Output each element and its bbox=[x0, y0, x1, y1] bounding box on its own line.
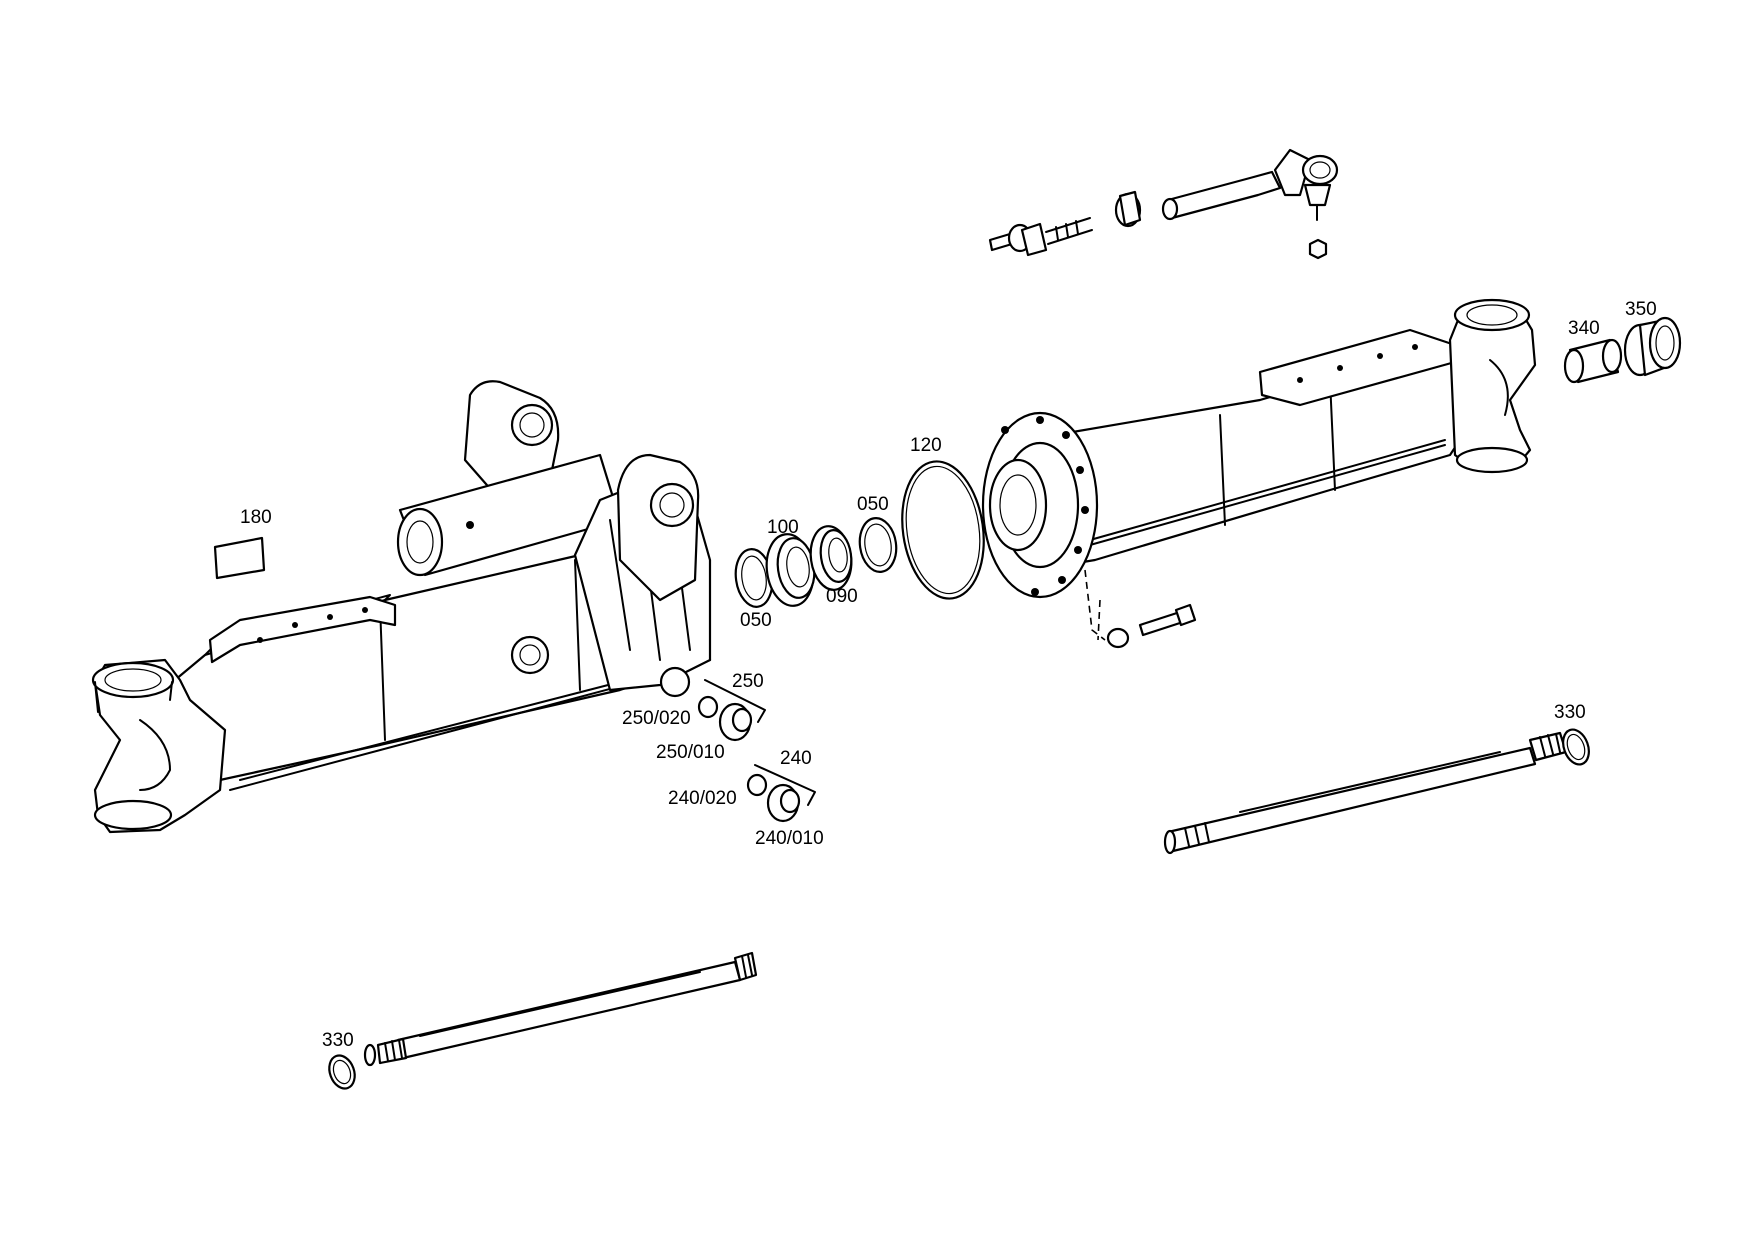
label-250-020: 250/020 bbox=[622, 708, 691, 729]
label-050-left: 050 bbox=[740, 610, 772, 631]
label-050-right: 050 bbox=[857, 494, 889, 515]
label-180: 180 bbox=[240, 507, 272, 528]
left-axle-housing bbox=[91, 380, 712, 834]
plate-180: 180 bbox=[213, 507, 272, 580]
label-100: 100 bbox=[767, 517, 799, 538]
shim-050-left: 050 bbox=[734, 548, 774, 631]
label-240-020: 240/020 bbox=[668, 788, 737, 809]
shim-050-right: 050 bbox=[857, 494, 898, 573]
label-240: 240 bbox=[780, 748, 812, 769]
seal-350: 350 bbox=[1623, 299, 1682, 377]
bearing-090: 090 bbox=[809, 525, 858, 607]
label-250: 250 bbox=[732, 671, 764, 692]
plug-240: 240 240/020 240/010 bbox=[668, 748, 824, 849]
tie-rod-assembly bbox=[988, 148, 1339, 260]
label-250-010: 250/010 bbox=[656, 742, 725, 763]
bolt-and-washer bbox=[1106, 603, 1197, 649]
right-axle-housing bbox=[981, 298, 1537, 641]
o-ring-120: 120 bbox=[901, 435, 985, 600]
label-330-right: 330 bbox=[1554, 702, 1586, 723]
label-240-010: 240/010 bbox=[755, 828, 824, 849]
bearing-100: 100 bbox=[765, 517, 816, 607]
plug-250: 250 250/020 250/010 bbox=[622, 671, 766, 763]
label-120: 120 bbox=[910, 435, 942, 456]
label-350: 350 bbox=[1625, 299, 1657, 320]
label-330-left: 330 bbox=[322, 1030, 354, 1051]
label-090: 090 bbox=[826, 586, 858, 607]
bushing-340: 340 bbox=[1563, 318, 1623, 384]
axle-shaft-left: 330 bbox=[322, 951, 758, 1067]
axle-shaft-right: 330 bbox=[1163, 702, 1586, 855]
label-340: 340 bbox=[1568, 318, 1600, 339]
snap-ring-330-right bbox=[1562, 728, 1590, 766]
snap-ring-330-left bbox=[328, 1054, 356, 1090]
